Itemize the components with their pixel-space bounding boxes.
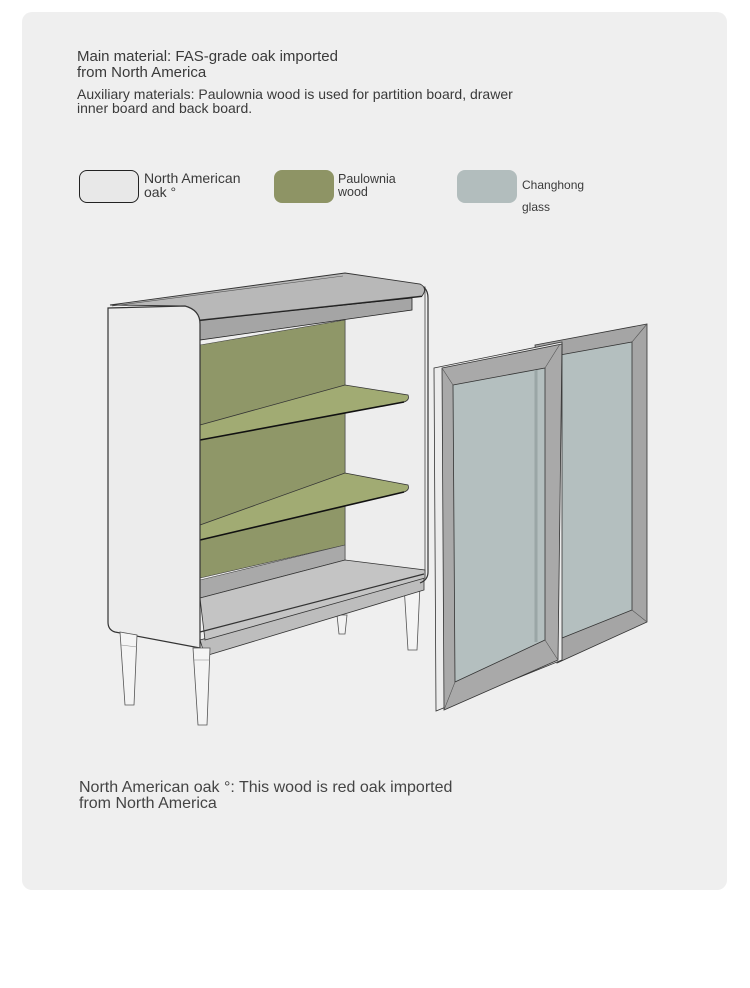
legend-glass-line1: Changhong: [522, 178, 585, 192]
back-legs-icon: [336, 584, 421, 651]
legend-label-oak: North American oak °: [144, 171, 240, 199]
glass-doors-icon: [433, 323, 648, 712]
auxiliary-line2: inner board and back board.: [77, 100, 253, 116]
paulownia-swatch-icon: [274, 170, 334, 203]
legend-oak-line1: North American: [144, 170, 241, 186]
auxiliary-line1: Auxiliary materials: Paulownia wood is u…: [77, 86, 513, 102]
oak-footnote: North American oak °: This wood is red o…: [79, 780, 452, 812]
main-material-text: Main material: FAS-grade oak imported fr…: [77, 49, 338, 80]
legend-glass-line2: glass: [522, 200, 551, 214]
front-legs-icon: [119, 631, 211, 726]
glass-swatch-icon: [457, 170, 517, 203]
footnote-line1: North American oak °: This wood is red o…: [79, 779, 453, 796]
main-material-line1: Main material: FAS-grade oak imported: [77, 48, 338, 65]
legend-oak-line2: oak °: [144, 184, 177, 200]
legend-paulownia-line2: wood: [338, 184, 368, 199]
main-material-line2: from North America: [77, 64, 207, 81]
legend-paulownia-line1: Paulownia: [338, 172, 396, 186]
legend-label-paulownia: Paulownia wood: [338, 173, 396, 198]
footnote-line2: from North America: [79, 795, 217, 812]
oak-swatch-icon: [79, 170, 139, 203]
auxiliary-materials-text: Auxiliary materials: Paulownia wood is u…: [77, 87, 513, 115]
